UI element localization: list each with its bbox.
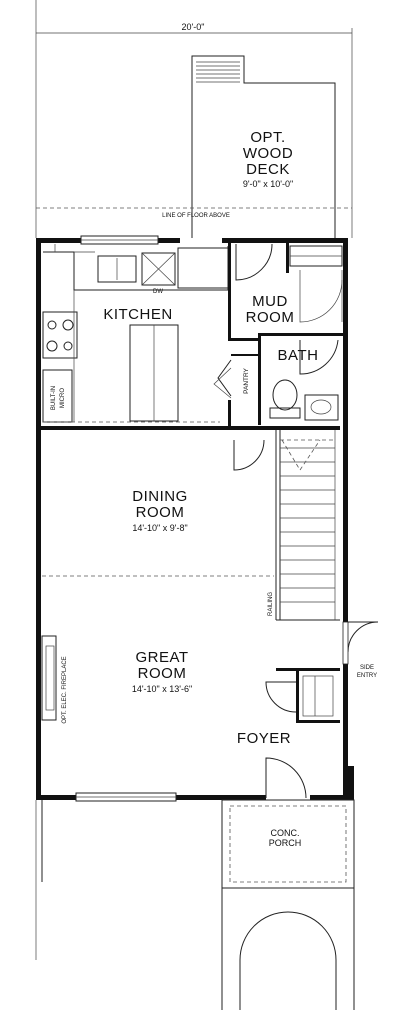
porch-label-2: PORCH bbox=[269, 838, 302, 848]
front-window bbox=[75, 792, 177, 802]
side-entry-label-1: SIDE bbox=[360, 665, 374, 671]
kitchen-counters: DW BUILT-IN MICRO bbox=[42, 244, 229, 423]
dining-label-1: DINING bbox=[132, 488, 188, 505]
closet-door-foyer bbox=[265, 681, 297, 713]
front-lot-lines bbox=[35, 800, 43, 960]
exterior-walls bbox=[36, 238, 354, 800]
deck-size: 9'-0" x 10'-0" bbox=[243, 179, 293, 189]
overall-dimension: 20'-0" bbox=[35, 0, 353, 40]
optional-fireplace bbox=[41, 635, 57, 721]
overall-width-label: 20'-0" bbox=[182, 22, 205, 32]
mud-room-label-1: MUD bbox=[252, 293, 288, 310]
mud-room-door bbox=[235, 243, 273, 281]
foyer-label: FOYER bbox=[237, 730, 291, 747]
toilet bbox=[272, 379, 298, 411]
concrete-porch bbox=[221, 799, 355, 1010]
dining-label-2: ROOM bbox=[136, 504, 185, 521]
dining-size: 14'-10" x 9'-8" bbox=[132, 523, 187, 533]
micro-label-1: BUILT-IN bbox=[51, 386, 57, 410]
pantry-door bbox=[213, 359, 232, 399]
mud-room-fixtures bbox=[235, 243, 343, 323]
staircase bbox=[275, 430, 340, 621]
bath-label: BATH bbox=[278, 347, 319, 364]
pantry-label: PANTRY bbox=[243, 367, 250, 393]
porch-label-1: CONC. bbox=[271, 828, 300, 838]
interior-walls-upper bbox=[228, 243, 343, 426]
dw-label: DW bbox=[153, 289, 163, 295]
mud-room-label-2: ROOM bbox=[246, 309, 295, 326]
kitchen-label: KITCHEN bbox=[103, 306, 172, 323]
deck-label-1: OPT. bbox=[250, 129, 285, 146]
range bbox=[42, 311, 78, 359]
kitchen-sink bbox=[97, 255, 137, 283]
side-entry-label-2: ENTRY bbox=[357, 673, 377, 679]
great-room-size: 14'-10" x 13'-6" bbox=[132, 684, 192, 694]
kitchen-island bbox=[129, 324, 179, 422]
bath-sink bbox=[304, 394, 339, 421]
front-door[interactable] bbox=[265, 757, 307, 799]
coat-closet bbox=[265, 668, 340, 723]
closet-door bbox=[299, 270, 343, 323]
deck-label-3: DECK bbox=[246, 161, 290, 178]
great-room-label-2: ROOM bbox=[138, 665, 187, 682]
refrigerator bbox=[177, 247, 229, 289]
deck-label-2: WOOD bbox=[243, 145, 293, 162]
bath-fixtures bbox=[269, 339, 339, 421]
bath-door bbox=[299, 339, 339, 375]
railing-label: RAILING bbox=[268, 592, 274, 616]
stair-closet-door bbox=[233, 439, 265, 471]
optional-wood-deck: OPT. WOOD DECK 9'-0" x 10'-0" bbox=[191, 55, 336, 238]
dishwasher bbox=[141, 252, 176, 286]
micro-label-2: MICRO bbox=[60, 388, 66, 408]
built-in-micro bbox=[42, 369, 73, 423]
great-room-label-1: GREAT bbox=[135, 649, 188, 666]
floor-above-note: LINE OF FLOOR ABOVE bbox=[162, 213, 230, 219]
side-entry-door[interactable] bbox=[342, 621, 379, 665]
fireplace-label: OPT. ELEC. FIREPLACE bbox=[62, 656, 68, 723]
rear-window bbox=[80, 235, 159, 245]
